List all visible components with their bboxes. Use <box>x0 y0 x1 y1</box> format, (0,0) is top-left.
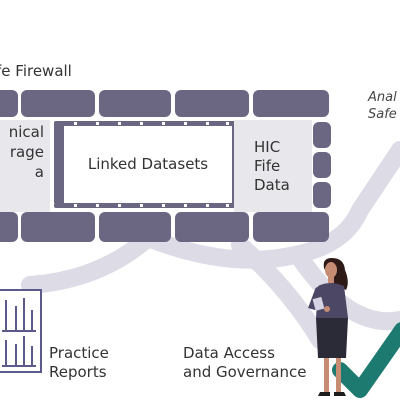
practice-label-line: Practice <box>49 344 109 362</box>
brick <box>54 121 242 126</box>
linked-datasets-label: Linked Datasets <box>87 155 209 173</box>
brick <box>54 203 242 208</box>
left-data-box <box>0 120 50 212</box>
brick <box>21 212 95 242</box>
left-box-label: nical rage a <box>0 122 44 182</box>
left-box-label-line: rage <box>9 143 44 161</box>
brick <box>253 212 329 242</box>
access-label-line: and Governance <box>183 363 307 381</box>
brick <box>0 90 18 117</box>
checkmark-icon <box>332 322 400 398</box>
hic-fife-data-label: HIC Fife Data <box>254 138 290 195</box>
brick <box>0 212 18 242</box>
access-label-line: Data Access <box>183 344 275 362</box>
rail-dots <box>74 122 229 207</box>
brick <box>54 122 64 206</box>
hic-label-line: Data <box>254 176 290 194</box>
side-note: Anal Safe <box>368 89 397 123</box>
side-note-line: Safe <box>368 107 397 122</box>
brick <box>313 122 331 148</box>
flow-lines <box>21 141 400 349</box>
firewall-title: fe Firewall <box>0 62 72 80</box>
woman-figure <box>308 258 348 396</box>
practice-label-line: Reports <box>49 363 107 381</box>
report-chart-icon <box>0 289 42 373</box>
brick <box>99 90 171 117</box>
linked-datasets-box <box>64 143 232 189</box>
brick <box>99 212 171 242</box>
flow-line-bottom <box>231 236 329 349</box>
brick <box>253 90 329 117</box>
left-box-label-line: nical <box>8 123 44 141</box>
hic-label-line: Fife <box>254 157 281 175</box>
right-data-box <box>234 120 312 212</box>
brick <box>313 152 331 178</box>
brick <box>313 182 331 208</box>
brick-wall <box>0 90 331 242</box>
brick <box>21 90 95 117</box>
side-note-line: Anal <box>368 90 397 105</box>
data-access-label: Data Access and Governance <box>183 344 306 382</box>
flow-line-far-right <box>291 249 400 331</box>
left-box-label-line: a <box>34 163 44 181</box>
hic-label-line: HIC <box>254 138 281 156</box>
flow-line-left <box>21 229 157 294</box>
brick <box>175 90 249 117</box>
brick <box>175 212 249 242</box>
practice-reports-label: Practice Reports <box>49 344 109 382</box>
